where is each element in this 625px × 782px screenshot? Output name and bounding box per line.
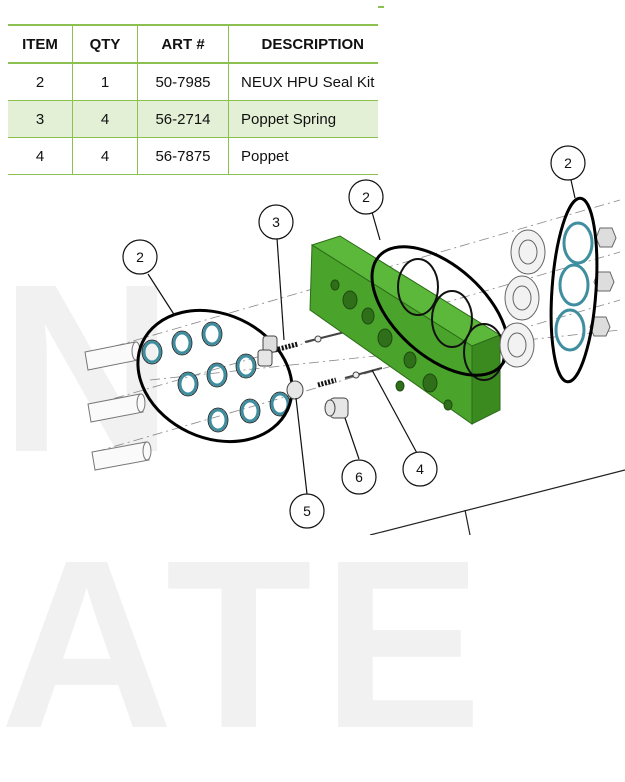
seal-kit-orings-left-outline bbox=[141, 321, 291, 433]
callout-circle-3 bbox=[258, 204, 294, 240]
callout-circle-6 bbox=[341, 459, 377, 495]
callout-label-5: 5 bbox=[303, 503, 311, 519]
cell-art: 56-2714 bbox=[137, 100, 229, 138]
assembly-axis-lines bbox=[94, 199, 621, 453]
callout-circle-4 bbox=[402, 451, 438, 487]
parts-table: ITEM QTY ART # DESCRIPTION 2 1 50-7985 N… bbox=[8, 24, 378, 175]
callout-circles bbox=[122, 145, 586, 529]
left-fittings bbox=[84, 341, 152, 471]
header-qty: QTY bbox=[72, 24, 138, 64]
cell-qty: 4 bbox=[72, 137, 138, 175]
callout-circle-5 bbox=[289, 493, 325, 529]
cell-description: Poppet bbox=[228, 137, 378, 175]
callout-label-6: 6 bbox=[355, 469, 363, 485]
cell-item: 4 bbox=[8, 137, 73, 175]
poppet-spring-upper bbox=[262, 331, 346, 353]
callout-circle-2-right bbox=[550, 145, 586, 181]
seal-group-ellipse-left bbox=[136, 308, 294, 444]
poppet-spring-lower bbox=[317, 367, 383, 388]
callout-circle-2-middle bbox=[348, 179, 384, 215]
cell-description: Poppet Spring bbox=[228, 100, 378, 138]
seal-group-ellipse-middle bbox=[370, 245, 510, 377]
callout-leader-lines bbox=[147, 179, 576, 495]
cell-item: 3 bbox=[8, 100, 73, 138]
cell-qty: 1 bbox=[72, 63, 138, 101]
seal-kit-rings-right bbox=[554, 221, 594, 352]
hpu-manifold-block bbox=[309, 235, 502, 425]
cell-art: 56-7875 bbox=[137, 137, 229, 175]
table-row: 3 4 56-2714 Poppet Spring bbox=[8, 100, 378, 138]
right-nuts bbox=[589, 227, 617, 337]
callout-label-2-middle: 2 bbox=[362, 189, 370, 205]
table-top-rule bbox=[378, 6, 384, 8]
callout-label-3: 3 bbox=[272, 214, 280, 230]
callout-label-2-left: 2 bbox=[136, 249, 144, 265]
cell-description: NEUX HPU Seal Kit bbox=[228, 63, 378, 101]
callout-label-2-right: 2 bbox=[564, 155, 572, 171]
poppet-plugs bbox=[257, 349, 349, 419]
seal-kit-orings-left bbox=[142, 322, 290, 432]
callout-label-4: 4 bbox=[416, 461, 424, 477]
cell-item: 2 bbox=[8, 63, 73, 101]
table-header-row: ITEM QTY ART # DESCRIPTION bbox=[8, 24, 378, 64]
cell-qty: 4 bbox=[72, 100, 138, 138]
header-art: ART # bbox=[137, 24, 229, 64]
header-item: ITEM bbox=[8, 24, 73, 64]
table-row: 4 4 56-7875 Poppet bbox=[8, 137, 378, 175]
header-description: DESCRIPTION bbox=[228, 24, 378, 64]
base-plate-lines bbox=[369, 469, 625, 535]
exploded-assembly-diagram: 2 2 2 3 4 5 6 bbox=[84, 145, 625, 535]
seal-group-ellipse-right bbox=[549, 196, 599, 384]
callout-circle-2-left bbox=[122, 239, 158, 275]
table-row: 2 1 50-7985 NEUX HPU Seal Kit bbox=[8, 63, 378, 101]
right-fittings bbox=[499, 229, 546, 368]
cell-art: 50-7985 bbox=[137, 63, 229, 101]
